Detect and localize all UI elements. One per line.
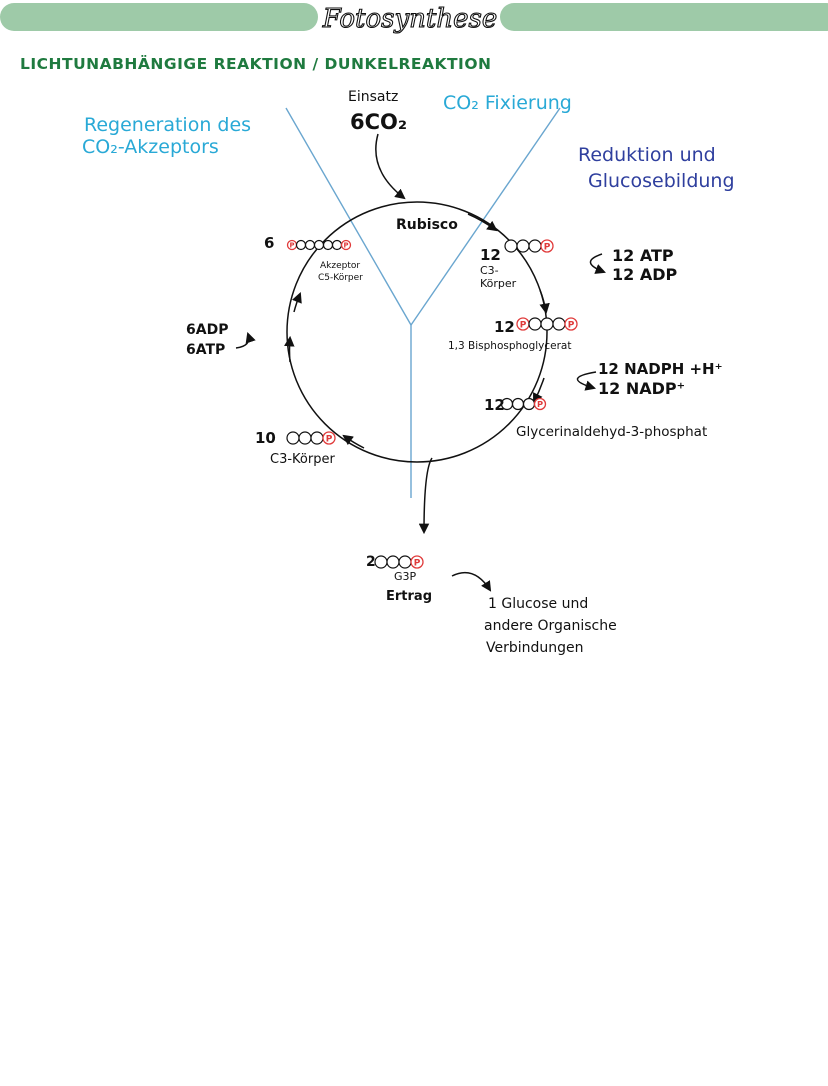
arrow-regen-up2 [292, 292, 302, 313]
chain-output: P [374, 555, 424, 569]
carbon-atom [522, 397, 536, 411]
carbon-atom [528, 239, 542, 253]
cofactor-adp-regen: 6ADP [186, 322, 228, 338]
arrow-output [418, 457, 433, 535]
carbon-atom [528, 317, 542, 331]
phosphate-symbol: P [290, 241, 295, 249]
phosphate-symbol: P [344, 241, 349, 249]
phosphate-symbol: P [537, 399, 543, 409]
arrow-c3-to-bpg [539, 289, 550, 315]
phosphate-marker [533, 397, 547, 411]
arrow-atp-adp [589, 253, 606, 274]
divider-right [410, 107, 561, 326]
carbon-atom [540, 317, 554, 331]
banner-right [500, 3, 828, 31]
phase-dividers [285, 107, 561, 498]
phase-regeneration-line2: CO₂-Akzeptors [82, 136, 219, 158]
input-label: Einsatz [348, 89, 398, 105]
acceptor-name-line1: Akzeptor [320, 261, 360, 271]
cycle-arrows [235, 133, 606, 592]
divider-left [285, 107, 412, 326]
phosphate-symbol: P [568, 320, 575, 330]
output-count: 2 [366, 554, 376, 570]
phosphate-marker [540, 239, 554, 253]
carbon-atom [304, 239, 316, 251]
cycle-circle [286, 201, 548, 463]
c3-10-name: C3-Körper [270, 452, 335, 467]
phase-reduction-line1: Reduktion und [578, 144, 716, 166]
carbon-atom [295, 239, 307, 251]
c3-12-count: 12 [480, 246, 501, 264]
output-product-line1: 1 Glucose und [488, 596, 588, 612]
phosphate-symbol: P [326, 434, 333, 444]
page-subtitle: LICHTUNABHÄNGIGE REAKTION / DUNKELREAKTI… [20, 54, 491, 73]
g3p-12-count: 12 [484, 396, 505, 414]
c3-12-name-line1: C3- [480, 264, 499, 277]
phosphate-symbol: P [414, 558, 421, 568]
arrow-regen-up1 [284, 335, 295, 363]
carbon-atom [310, 431, 324, 445]
carbon-atom [331, 239, 343, 251]
title-banner: Fotosynthese [0, 3, 828, 35]
phase-fixation: CO₂ Fixierung [443, 92, 572, 114]
carbon-atom [374, 555, 388, 569]
arrow-nadph-nadp [576, 371, 597, 391]
acceptor-name-line2: C5-Körper [318, 273, 363, 283]
page-title: Fotosynthese [322, 4, 497, 34]
output-product-line2: andere Organische [484, 618, 617, 634]
carbon-atom [552, 317, 566, 331]
g3p-12-name: Glycerinaldehyd-3-phosphat [516, 424, 707, 440]
chain-c3-12: P [504, 239, 554, 253]
input-value: 6CO₂ [350, 110, 407, 134]
bpg-name: 1,3 Bisphosphoglycerat [448, 340, 571, 352]
carbon-atom [313, 239, 325, 251]
bpg-count: 12 [494, 318, 515, 336]
phosphate-symbol: P [520, 320, 527, 330]
phase-regeneration-line1: Regeneration des [84, 114, 251, 136]
cofactor-nadp-out: 12 NADP⁺ [598, 379, 685, 398]
output-product-line3: Verbindungen [486, 640, 584, 656]
cofactor-nadph-in: 12 NADPH +H⁺ [598, 360, 723, 378]
carbon-atom [511, 397, 525, 411]
arrow-rubisco-to-c3 [467, 213, 498, 232]
arrow-bpg-to-g3p [533, 377, 545, 404]
carbon-atom [386, 555, 400, 569]
chain-c3-10: P [286, 431, 336, 445]
acceptor-count: 6 [264, 234, 274, 252]
phosphate-marker [340, 239, 352, 251]
carbon-atom [322, 239, 334, 251]
phosphate-symbol: P [544, 242, 551, 252]
phosphate-marker [410, 555, 424, 569]
chain-g3p-12: P [500, 397, 547, 411]
carbon-atom [286, 431, 300, 445]
arrow-adp-atp-regen [235, 332, 256, 349]
cofactor-adp-out: 12 ADP [612, 265, 678, 284]
phosphate-marker [564, 317, 578, 331]
banner-left [0, 3, 318, 31]
output-label: Ertrag [386, 589, 432, 604]
phase-reduction-line2: Glucosebildung [588, 170, 735, 192]
enzyme-label: Rubisco [396, 217, 458, 233]
c3-10-count: 10 [255, 429, 276, 447]
cofactor-atp-regen: 6ATP [186, 342, 225, 358]
c3-12-name-line2: Körper [480, 277, 517, 290]
carbon-atom [298, 431, 312, 445]
cofactor-atp-in: 12 ATP [612, 246, 674, 265]
carbon-atom [516, 239, 530, 253]
carbon-atom [504, 239, 518, 253]
arrow-g3p-to-c3 [342, 434, 365, 449]
arrow-co2-in [375, 133, 406, 200]
phosphate-marker [322, 431, 336, 445]
arrow-to-glucose [451, 572, 492, 592]
carbon-atom [398, 555, 412, 569]
output-name: G3P [394, 570, 417, 583]
